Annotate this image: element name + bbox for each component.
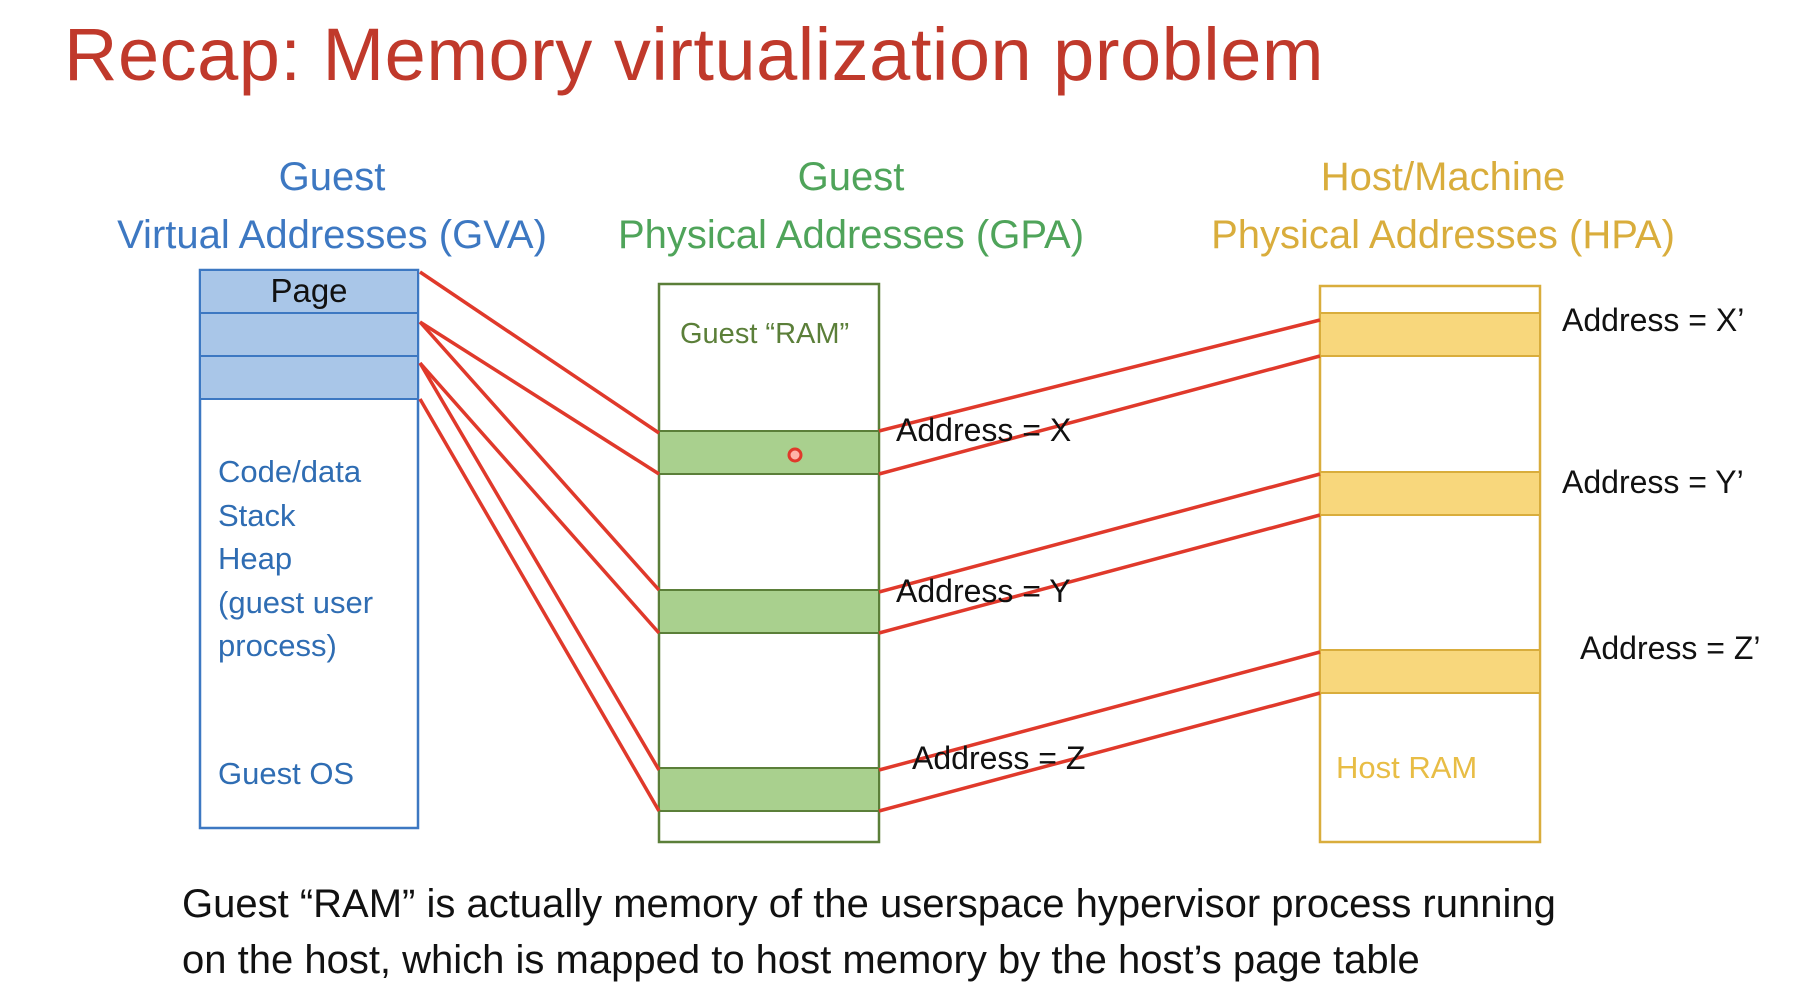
gva-to-gpa-lines <box>418 270 661 812</box>
gva-heading: Guest Virtual Addresses (GVA) <box>92 148 572 264</box>
hpa-address-x: Address = X’ <box>1562 302 1745 338</box>
mapping-line <box>418 320 661 592</box>
hpa-address-z: Address = Z’ <box>1580 630 1761 666</box>
gva-heading-line1: Guest <box>278 155 386 199</box>
guest-os-label: Guest OS <box>218 756 355 791</box>
gva-page-label: Page <box>270 272 348 309</box>
mapping-line <box>878 472 1321 594</box>
mapping-line <box>418 361 661 635</box>
hpa-page-x <box>1319 312 1541 357</box>
hpa-heading: Host/Machine Physical Addresses (HPA) <box>1198 148 1688 264</box>
gpa-address-y: Address = Y <box>896 573 1071 609</box>
gpa-page-z <box>658 767 880 812</box>
gva-contents-item: Code/data <box>218 454 362 489</box>
gpa-heading-line2: Physical Addresses (GPA) <box>617 213 1085 257</box>
gpa-page-y <box>658 589 880 634</box>
hpa-address-y: Address = Y’ <box>1562 464 1744 500</box>
mapping-line <box>878 691 1321 813</box>
gpa-address-z: Address = Z <box>912 740 1086 776</box>
mapping-line <box>419 270 660 435</box>
gva-heading-line2: Virtual Addresses (GVA) <box>117 213 547 257</box>
hpa-page-y <box>1319 471 1541 516</box>
gva-page-1 <box>199 269 419 314</box>
mapping-line <box>878 318 1321 433</box>
laser-pointer-dot <box>787 447 803 463</box>
gva-contents-item: Stack <box>218 497 296 533</box>
mapping-line <box>418 362 661 771</box>
hpa-heading-line2: Physical Addresses (HPA) <box>1211 213 1675 257</box>
host-ram-label: Host RAM <box>1336 750 1478 785</box>
gpa-to-hpa-lines <box>878 318 1321 813</box>
gpa-page-x <box>658 430 880 475</box>
caption-line2: on the host, which is mapped to host mem… <box>182 938 1420 982</box>
gpa-heading-line1: Guest <box>797 155 905 199</box>
gva-contents-item: process) <box>218 628 337 663</box>
gpa-address-x: Address = X <box>896 412 1072 448</box>
hpa-box <box>1318 284 1542 844</box>
mapping-line <box>878 650 1321 772</box>
gva-contents-list: Code/data Stack Heap (guest user process… <box>218 450 373 668</box>
hpa-heading-line1: Host/Machine <box>1320 155 1566 199</box>
guest-ram-label: Guest “RAM” <box>680 318 850 350</box>
gpa-heading: Guest Physical Addresses (GPA) <box>606 148 1096 264</box>
mapping-line <box>419 320 660 476</box>
caption-line1: Guest “RAM” is actually memory of the us… <box>182 882 1556 926</box>
mapping-line <box>418 398 661 812</box>
gva-contents-item: Heap <box>218 541 293 576</box>
gpa-box <box>657 282 881 844</box>
gva-contents-item: (guest user <box>218 584 374 620</box>
slide-title: Recap: Memory virtualization problem <box>64 13 1325 96</box>
mapping-line <box>878 513 1321 635</box>
slide-caption: Guest “RAM” is actually memory of the us… <box>182 876 1742 988</box>
gva-page-2 <box>199 312 419 357</box>
mapping-line <box>878 354 1321 476</box>
hpa-page-z <box>1319 649 1541 694</box>
gva-page-3 <box>199 355 419 400</box>
